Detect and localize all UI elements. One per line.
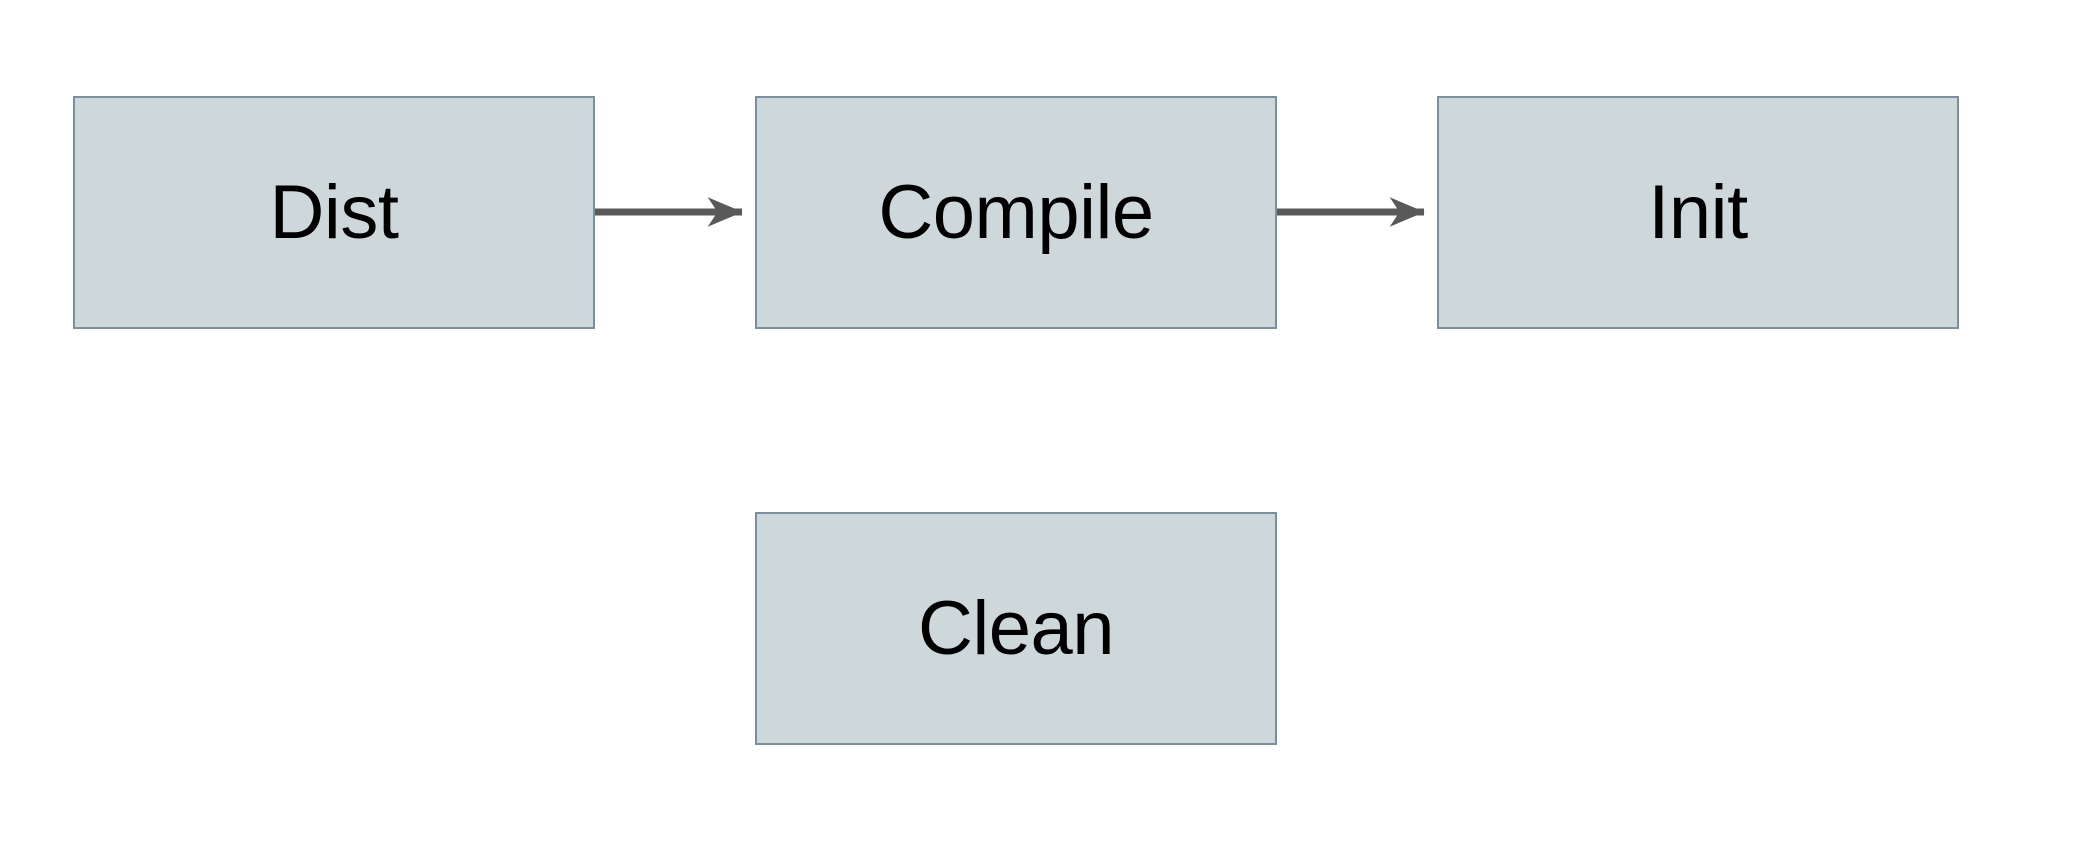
node-dist[interactable]: Dist [73,96,595,329]
node-compile[interactable]: Compile [755,96,1277,329]
node-dist-label: Dist [269,169,399,255]
node-init-label: Init [1648,169,1748,255]
node-clean-label: Clean [917,585,1115,671]
node-compile-label: Compile [878,169,1154,255]
node-init[interactable]: Init [1437,96,1959,329]
node-clean[interactable]: Clean [755,512,1277,745]
